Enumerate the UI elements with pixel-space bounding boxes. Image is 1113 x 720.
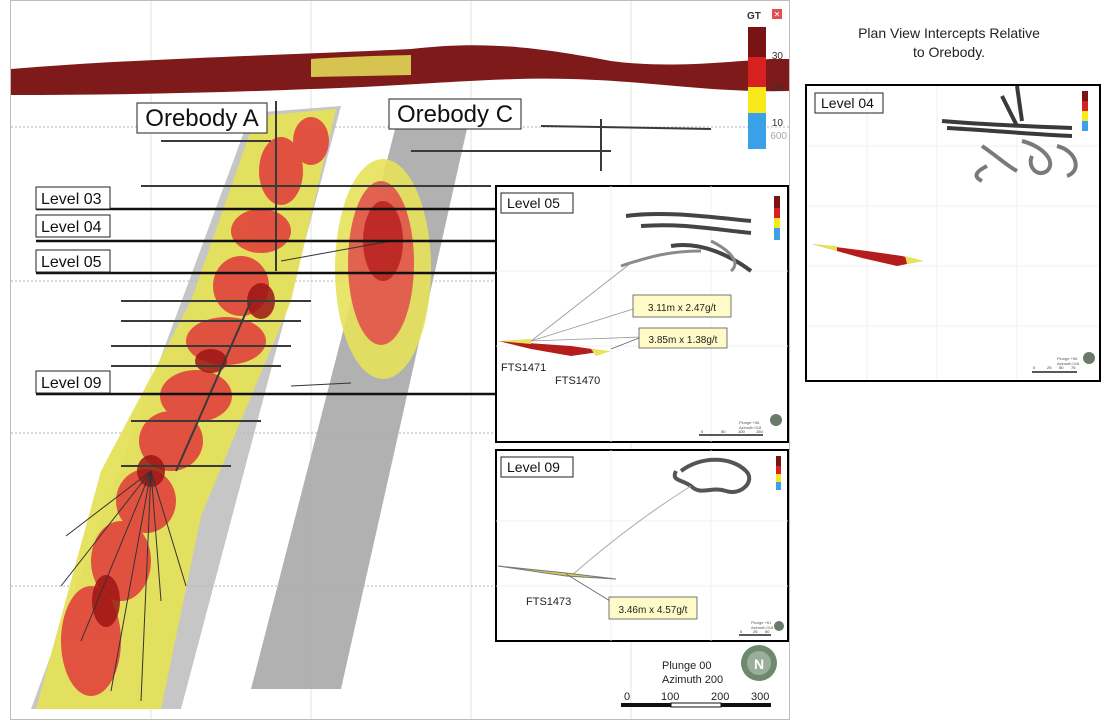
plan-orebody	[812, 244, 922, 266]
svg-text:Orebody C: Orebody C	[397, 101, 513, 128]
svg-text:100: 100	[661, 691, 679, 703]
svg-text:300: 300	[751, 691, 769, 703]
level-03-label: Level 03	[35, 186, 111, 210]
orebody-c-label: Orebody C	[388, 98, 522, 130]
inset-09-callout: 3.46m x 4.57g/t	[608, 596, 698, 620]
inset-level-09: 3.46m x 4.57g/t FTS1473 Level 09 Plunge …	[495, 449, 789, 642]
svg-text:Level 03: Level 03	[41, 191, 102, 208]
plan-view-canvas: Level 04 Plunge +56 Azimuth 018 0 25 50 …	[807, 86, 1099, 380]
svg-text:50: 50	[1059, 365, 1064, 370]
svg-text:0: 0	[740, 629, 743, 634]
svg-text:0: 0	[701, 429, 704, 434]
svg-text:0: 0	[624, 691, 630, 703]
azimuth-readout: Azimuth 200	[662, 674, 723, 686]
inset-05-orebody	[498, 341, 606, 356]
plunge-readout: Plunge 00	[662, 660, 712, 672]
side-title: Plan View Intercepts Relative to Orebody…	[858, 25, 1040, 60]
svg-text:✕: ✕	[774, 10, 781, 19]
svg-text:3.11m x 2.47g/t: 3.11m x 2.47g/t	[648, 303, 716, 314]
surface-highlight	[311, 55, 411, 77]
svg-text:Azimuth 018: Azimuth 018	[751, 625, 774, 630]
plan-mini-legend	[1082, 91, 1088, 131]
legend-tick: 30	[772, 51, 784, 62]
inset-09-orebody	[497, 565, 617, 580]
grade-legend: GT ✕ 30 20 10 600	[747, 9, 787, 149]
svg-text:3.46m x 4.57g/t: 3.46m x 4.57g/t	[619, 605, 688, 616]
level-05-label: Level 05	[35, 249, 111, 273]
legend-title: GT	[747, 11, 761, 22]
svg-text:0: 0	[1033, 365, 1036, 370]
long-section-canvas: Orebody A Orebody C Level 03 Level 04 Le…	[11, 1, 789, 719]
svg-text:Plunge +56: Plunge +56	[1057, 356, 1078, 361]
level-04-label: Level 04	[35, 214, 111, 238]
inset-09-mini-legend	[776, 456, 781, 490]
drill-holes	[60, 240, 392, 702]
orebody-a-label: Orebody A	[136, 102, 268, 134]
inset-09-compass-icon	[774, 621, 784, 631]
inset-09-title: Level 09	[507, 459, 560, 475]
inset-level-05: 3.11m x 2.47g/t 3.85m x 1.38g/t FTS1471 …	[495, 185, 789, 443]
svg-text:150: 150	[756, 429, 763, 434]
legend-tick: 20	[772, 83, 784, 94]
inset-05-title: Level 05	[507, 195, 560, 211]
inset-05-compass-icon	[770, 414, 782, 426]
svg-text:Level 05: Level 05	[41, 254, 102, 271]
svg-text:100: 100	[738, 429, 745, 434]
svg-text:25: 25	[1047, 365, 1052, 370]
svg-text:50: 50	[721, 429, 726, 434]
main-3d-view[interactable]: Orebody A Orebody C Level 03 Level 04 Le…	[10, 0, 790, 720]
hole-label-fts1470: FTS1470	[555, 375, 600, 387]
hole-label-fts1471: FTS1471	[501, 362, 546, 374]
main-view-info: Plunge 00 Azimuth 200 N 0 100 200 300	[621, 645, 777, 708]
svg-text:3.85m x 1.38g/t: 3.85m x 1.38g/t	[649, 335, 718, 346]
svg-text:50: 50	[765, 629, 770, 634]
svg-text:Plunge +61: Plunge +61	[751, 620, 772, 625]
plan-workings	[941, 86, 1073, 138]
level-09-label: Level 09	[35, 370, 111, 394]
hole-label-fts1473: FTS1473	[526, 596, 571, 608]
svg-text:Azimuth 018: Azimuth 018	[739, 425, 762, 430]
inset-05-callout-1: 3.11m x 2.47g/t	[632, 294, 732, 318]
svg-text:Plunge +56: Plunge +56	[739, 420, 760, 425]
legend-tick: 10	[772, 118, 784, 129]
svg-text:Orebody A: Orebody A	[145, 105, 258, 132]
orebody-a-high-grade	[92, 283, 275, 627]
inset-09-workings	[672, 457, 752, 494]
plan-view-level-04[interactable]: Level 04 Plunge +56 Azimuth 018 0 25 50 …	[805, 84, 1101, 382]
plan-compass-icon	[1083, 352, 1095, 364]
level-lines	[36, 207, 496, 396]
svg-text:N: N	[754, 656, 764, 672]
legend-tick: 600	[770, 131, 787, 142]
inset-05-workings	[625, 211, 753, 273]
inset-05-callout-2: 3.85m x 1.38g/t	[638, 327, 728, 349]
legend-close-icon[interactable]	[772, 9, 782, 19]
plan-view-title: Level 04	[821, 95, 874, 111]
svg-text:Azimuth 018: Azimuth 018	[1057, 361, 1080, 366]
svg-text:75: 75	[1071, 365, 1076, 370]
svg-text:200: 200	[711, 691, 729, 703]
svg-text:25: 25	[753, 629, 758, 634]
svg-text:Level 09: Level 09	[41, 375, 102, 392]
inset-05-mini-legend	[774, 196, 780, 240]
scale-bar: 0 100 200 300	[621, 691, 771, 708]
svg-text:Level 04: Level 04	[41, 219, 102, 236]
